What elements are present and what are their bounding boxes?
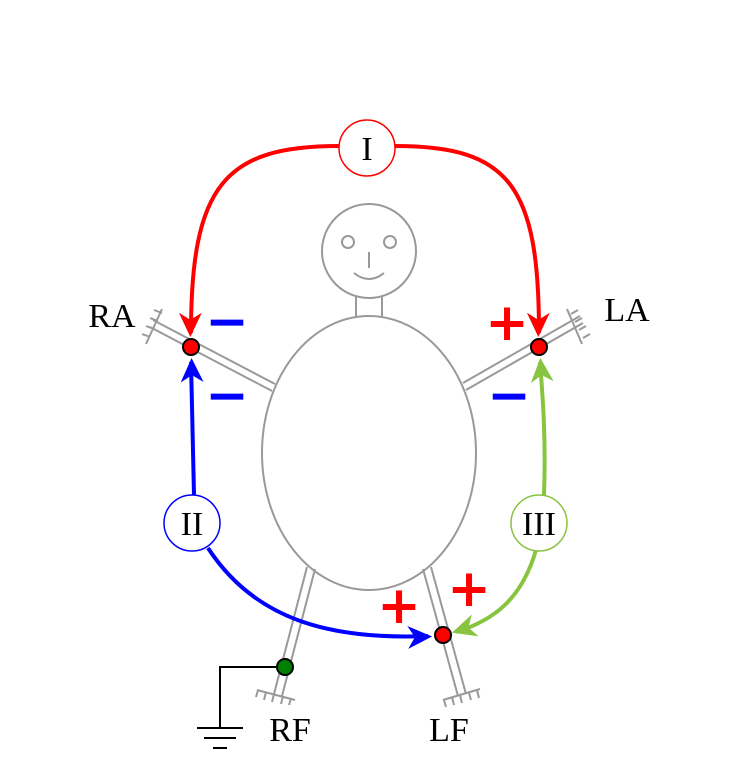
electrode-lf	[434, 626, 452, 644]
lead-III-arrow-to-la	[530, 357, 554, 496]
right-leg	[255, 566, 316, 706]
left-arm	[462, 308, 591, 391]
lead-III-badge: III	[510, 494, 568, 552]
ra-lead-I-minus: −	[205, 292, 249, 352]
ground-symbol	[197, 666, 285, 749]
label-rf: RF	[269, 712, 311, 749]
label-ra: RA	[88, 298, 136, 335]
right-eye	[383, 235, 397, 249]
lf-lead-II-plus: +	[377, 576, 421, 636]
lead-I-arrow-to-ra	[178, 144, 340, 338]
label-la: LA	[604, 292, 650, 329]
mouth	[353, 272, 385, 280]
right-arm	[141, 308, 276, 392]
electrode-rf-ground	[276, 658, 294, 676]
head	[321, 203, 417, 299]
lead-III-arrow-to-lf	[451, 549, 538, 637]
lead-I-label: I	[361, 131, 372, 168]
electrode-ra	[182, 338, 200, 356]
lead-II-arrow-to-lf	[206, 546, 433, 649]
left-eye	[341, 235, 355, 249]
label-lf: LF	[429, 712, 469, 749]
lead-II-arrow-to-ra	[180, 357, 204, 496]
lead-III-label: III	[522, 506, 556, 543]
la-lead-I-plus: +	[485, 293, 529, 353]
body-figure	[141, 203, 591, 708]
la-lead-III-minus: −	[487, 366, 531, 426]
electrode-la	[530, 338, 548, 356]
torso	[261, 315, 477, 591]
lead-I-arrow-to-la	[394, 144, 550, 338]
lead-II-badge: II	[163, 494, 221, 552]
lead-I-badge: I	[338, 119, 396, 177]
ra-lead-II-minus: −	[205, 366, 249, 426]
lf-lead-III-plus: +	[447, 559, 491, 619]
lead-II-label: II	[181, 506, 204, 543]
